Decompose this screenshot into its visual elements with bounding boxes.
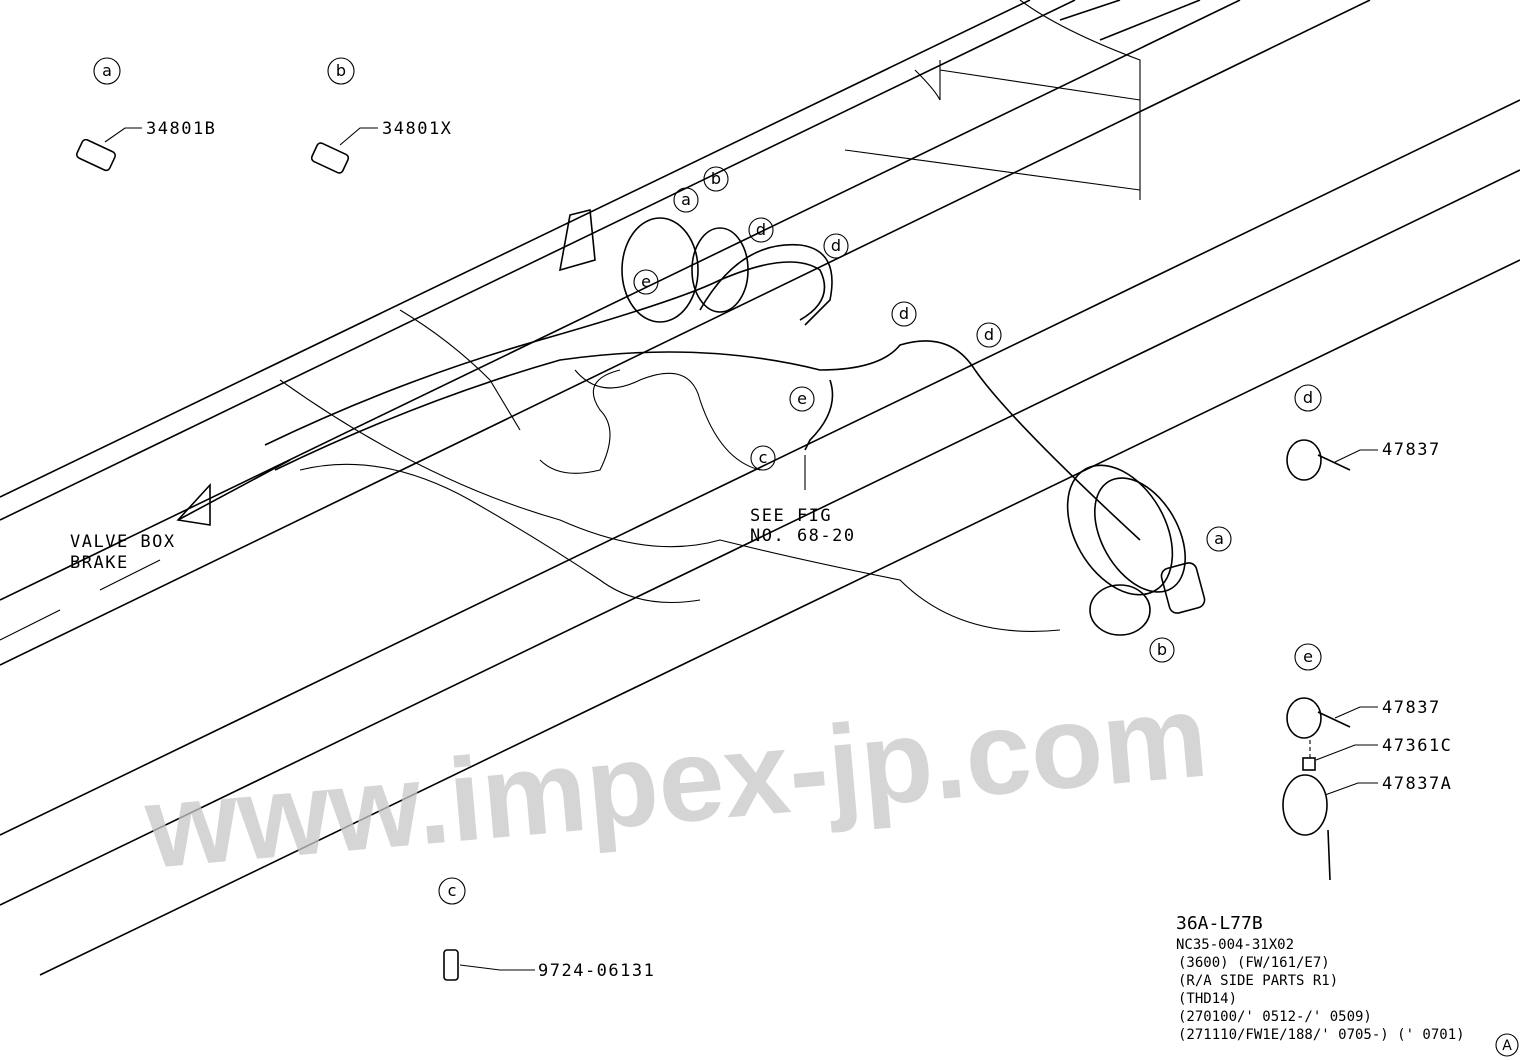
callout-a: a: [1214, 529, 1224, 548]
info-line: (THD14): [1178, 991, 1237, 1007]
part-number-c: 9724-06131: [538, 961, 655, 981]
callout-d: d: [756, 220, 766, 239]
part-number-e2: 47361C: [1382, 736, 1452, 756]
cable-tie-icon: [1286, 439, 1322, 481]
brake-hoses: [176, 243, 1141, 541]
elbow-fitting-icon: [75, 138, 117, 172]
callout-b: b: [711, 169, 721, 188]
frame-rails: [0, 0, 1520, 976]
info-line: (271110/FW1E/188/' 0705-) (' 0701): [1178, 1027, 1465, 1043]
see-fig-number: NO. 68-20: [750, 526, 856, 546]
info-line: (3600) (FW/161/E7): [1178, 955, 1330, 971]
part-number-d: 47837: [1382, 440, 1441, 460]
diagram-code: 36A-L77B: [1176, 913, 1263, 934]
callout-c: c: [759, 448, 768, 467]
see-fig-label: SEE FIG: [750, 506, 832, 526]
info-line: (R/A SIDE PARTS R1): [1178, 973, 1338, 989]
part-c-callout: c 9724-06131: [438, 877, 655, 981]
part-e-callout: e 47837 47361C 47837A: [1282, 643, 1452, 881]
sheet-mark: A: [1502, 1038, 1512, 1054]
callout-d: d: [899, 304, 909, 323]
callout-d: d: [831, 236, 841, 255]
callout-a: a: [681, 190, 691, 209]
brake-label: BRAKE: [70, 553, 129, 573]
part-number-e1: 47837: [1382, 698, 1441, 718]
diagram-callouts: a b d d e d d e c a b: [633, 166, 1232, 663]
callout-e: e: [641, 272, 651, 291]
part-a-callout: a 34801B: [75, 57, 216, 172]
watermark: www.impex-jp.com: [140, 670, 1213, 894]
callout-b: b: [336, 61, 346, 80]
callout-a: a: [102, 61, 112, 80]
part-d-callout: d 47837: [1286, 384, 1441, 481]
info-line: NC35-004-31X02: [1176, 937, 1294, 953]
callout-d: d: [1303, 388, 1313, 407]
elbow-fitting-icon: [310, 142, 350, 174]
callout-e: e: [1303, 647, 1313, 666]
info-line: (270100/' 0512-/' 0509): [1178, 1009, 1372, 1025]
cable-tie-icon: [1286, 697, 1322, 739]
callout-d: d: [984, 325, 994, 344]
callout-b: b: [1157, 640, 1167, 659]
info-block: 36A-L77B NC35-004-31X02 (3600) (FW/161/E…: [1176, 913, 1519, 1057]
valve-box-label: VALVE BOX: [70, 532, 176, 552]
callout-c: c: [448, 881, 457, 900]
axle-assembly: [279, 208, 1206, 636]
nipple-fitting-icon: [443, 949, 459, 981]
part-number-b: 34801X: [382, 119, 452, 139]
cable-tie-large-icon: [1282, 774, 1328, 836]
clip-icon: [1302, 757, 1316, 771]
part-b-callout: b 34801X: [310, 57, 452, 174]
part-number-a: 34801B: [146, 119, 216, 139]
part-number-e3: 47837A: [1382, 774, 1452, 794]
callout-e: e: [797, 389, 807, 408]
